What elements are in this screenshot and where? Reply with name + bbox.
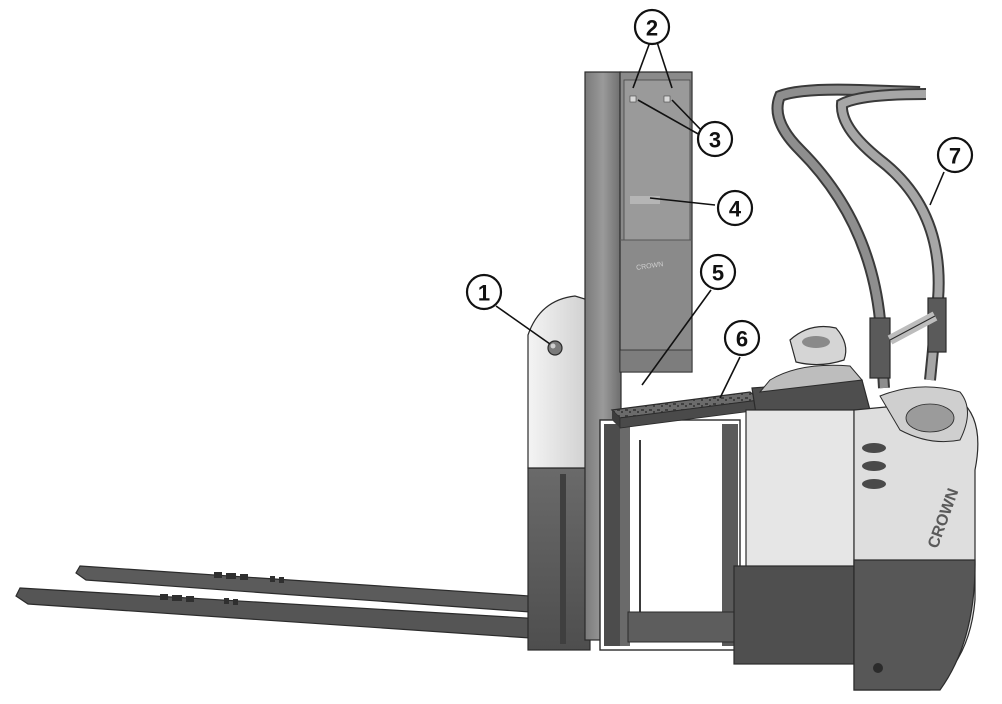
callout-2: 2 [633,8,671,46]
forks [15,565,561,641]
svg-text:7: 7 [949,144,961,169]
lower-frame [599,419,741,651]
svg-text:3: 3 [709,128,721,153]
compartment-door [745,409,855,571]
callout-1: 1 [465,273,503,311]
operator-compartment: CROWN [733,325,979,691]
rear-fork [75,565,531,613]
overhead-guard [771,83,947,389]
front-fork [15,587,561,641]
vent-slot-3 [862,479,886,489]
vent-slot-1 [862,443,886,453]
vent-slot-2 [862,461,886,471]
side-guard [527,295,591,469]
svg-text:4: 4 [729,197,742,222]
svg-text:6: 6 [736,327,748,352]
svg-text:1: 1 [478,281,490,306]
svg-text:5: 5 [712,261,724,286]
leader-lines [495,41,945,399]
callout-6: 6 [723,319,761,357]
callout-3: 3 [696,120,734,158]
callout-4: 4 [716,189,754,227]
mast-label-plate [630,196,660,204]
callout-7: 7 [936,136,974,174]
svg-text:2: 2 [646,16,658,41]
fork-carriage [527,467,591,651]
fork-engraving-rear [214,572,284,583]
fork-engraving-front [160,594,238,605]
mast-brand: CROWN [636,261,664,272]
callout-5: 5 [699,253,737,291]
